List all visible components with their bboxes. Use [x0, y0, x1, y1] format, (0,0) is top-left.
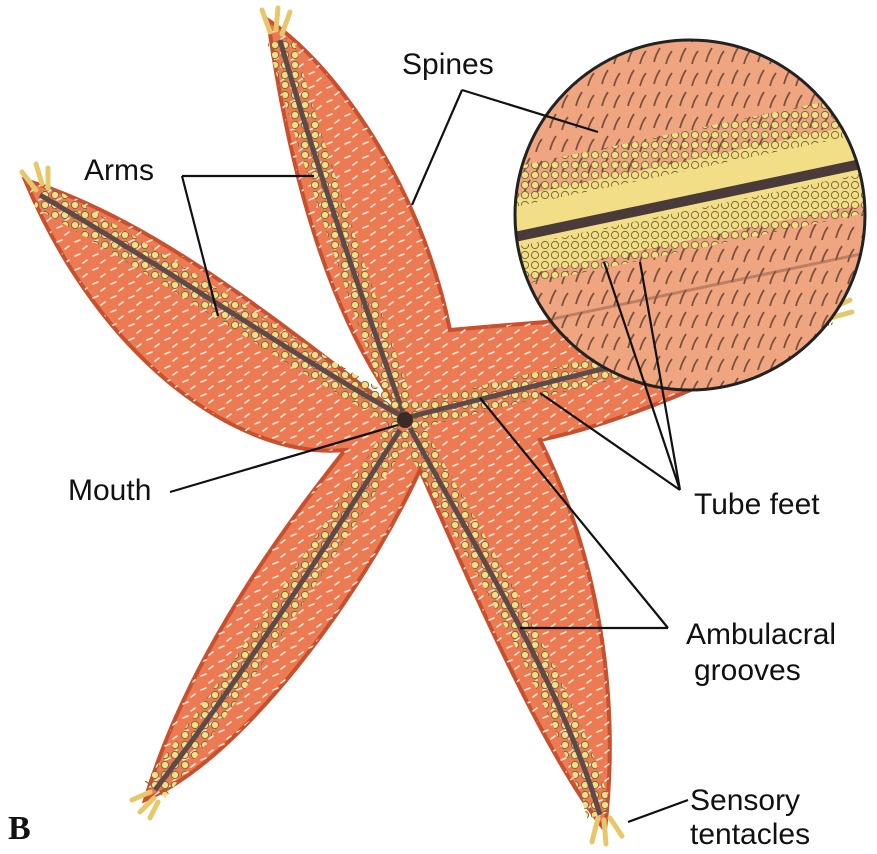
label-spines: Spines	[402, 48, 494, 82]
sensory-leader	[628, 800, 688, 822]
label-sensory-line1: Sensory	[690, 784, 800, 818]
label-sensory-line2: tentacles	[690, 818, 810, 852]
label-arms: Arms	[84, 154, 154, 188]
label-tube-feet: Tube feet	[694, 488, 820, 522]
label-mouth: Mouth	[68, 474, 151, 508]
label-ambulacral-line1: Ambulacral	[686, 618, 836, 652]
mouth-opening	[397, 412, 413, 428]
label-ambulacral-line2: grooves	[694, 654, 801, 688]
panel-letter: B	[8, 812, 31, 846]
